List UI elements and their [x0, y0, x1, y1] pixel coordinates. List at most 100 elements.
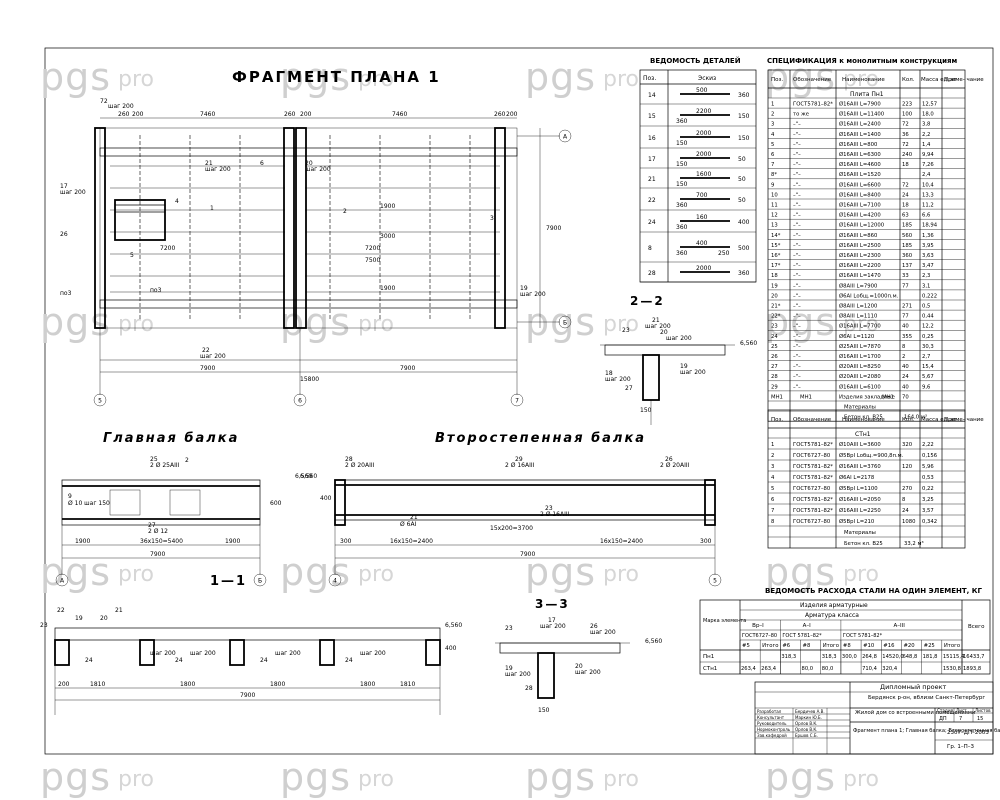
spec-cell: 19: [771, 283, 778, 289]
steel-cell: 1893,8: [963, 666, 981, 672]
detail-dim: 500: [738, 245, 750, 252]
spec-cell: Ø5BpI L=210: [839, 518, 875, 525]
spec-cell: Ø16AIII L=7100: [839, 202, 881, 209]
spec-cell: –"–: [793, 233, 801, 239]
steel-mark: СТн1: [703, 666, 717, 672]
spec-cell: Ø10AIII L=3600: [839, 441, 881, 448]
steel-gost: ГОСТ 5781–82*: [782, 633, 822, 639]
section-label: 20: [660, 329, 668, 336]
spec-concrete: Бетон кл. В25: [844, 541, 883, 547]
steel-cell: 1530,8: [943, 666, 961, 672]
axis-label-bubble: [510, 393, 524, 407]
spec-header: Наименование: [842, 417, 885, 423]
dim-label: шаг 200: [108, 103, 134, 110]
steel-col: Итого: [823, 643, 839, 649]
spec-cell: 2: [902, 354, 905, 360]
axis-label: А: [60, 578, 65, 585]
detail-dim: 700: [696, 192, 708, 199]
spec-cell: Ø5BpI Lобщ.=900,8п.м.: [839, 452, 904, 459]
stamp-stage: ДП: [939, 716, 947, 722]
spec-cell: 0,53: [922, 475, 934, 481]
spec-cell: 1,36: [922, 233, 934, 239]
steel-cell: 14520,0: [882, 654, 903, 660]
spec-cell: Ø16AIII L=6300: [839, 151, 881, 158]
spec-cell: –"–: [793, 253, 801, 259]
beam-label: 2 Ø 25AIII: [150, 462, 180, 469]
spec-cell: 36: [902, 132, 909, 138]
detail-dim: 2000: [696, 130, 711, 137]
plan-label: по3: [60, 290, 72, 297]
section-label: 18: [605, 370, 613, 377]
dim-label: шаг 200: [200, 353, 226, 360]
svg-text:pro: pro: [358, 562, 394, 587]
beam-label: 2 Ø 16AIII: [540, 511, 570, 518]
axis-label-bubble: [558, 129, 572, 143]
spec-cell: 12,2: [922, 324, 934, 330]
dim-label: 200: [132, 111, 144, 118]
beam-label: 7900: [150, 551, 165, 558]
spec-header: Кол.: [902, 77, 915, 83]
detail-dim: 150: [676, 161, 688, 168]
beam-label: 21: [410, 514, 418, 521]
spec-cell: –"–: [793, 223, 801, 229]
svg-text:pgs: pgs: [40, 550, 111, 594]
section-label: 24: [260, 657, 268, 664]
spec-cell: Ø8AIII L=7900: [839, 282, 878, 289]
spec-cell: 2,7: [922, 354, 930, 360]
svg-text:pgs: pgs: [765, 300, 836, 344]
beam-label: 2: [185, 457, 189, 464]
spec-cell: 21*: [771, 304, 781, 310]
spec-cell: ГОСТ6727–80: [793, 486, 831, 492]
steel-cell: 264,8: [862, 654, 877, 660]
plan-label: шаг 200: [305, 166, 331, 173]
spec-cell: 24: [902, 374, 909, 380]
stamp-name: Бердичев А.В.: [795, 709, 825, 714]
axis-label: Б: [258, 578, 262, 585]
spec-cell: ГОСТ6727–80: [793, 453, 831, 459]
spec-cell: 8: [771, 519, 775, 525]
spec-cell: 13,3: [922, 192, 934, 198]
detail-pos: 8: [648, 245, 652, 252]
spec-cell: –"–: [793, 182, 801, 188]
detail-dim: 400: [738, 219, 750, 226]
detail-pos: 22: [648, 197, 656, 204]
steel-group: А–III: [893, 623, 905, 629]
svg-text:pro: pro: [843, 312, 879, 337]
section-label: 6,560: [445, 622, 462, 629]
svg-text:pro: pro: [118, 67, 154, 92]
spec-cell: –"–: [793, 162, 801, 168]
steel-col: #10: [863, 643, 875, 649]
spec-cell: 10,4: [922, 182, 934, 188]
detail-dim: 2000: [696, 265, 711, 272]
spec-cell: Ø16AIII L=2250: [839, 507, 881, 514]
spec-cell: –"–: [793, 172, 801, 178]
steel-col: #8: [803, 643, 811, 649]
detail-dim: 50: [738, 176, 746, 183]
dim-label: 7460: [392, 111, 407, 118]
spec-cell: 40: [902, 364, 909, 370]
steel-mark: Пн1: [703, 654, 714, 660]
spec-cell: Ø16AIII L=11400: [839, 111, 885, 118]
spec-cell: –"–: [793, 334, 801, 340]
spec-concrete-qty: 164,0 м³: [904, 414, 927, 421]
secondary-beam-elevation: Второстепенная балка: [334, 431, 716, 575]
plan-label: шаг 200: [205, 166, 231, 173]
spec-cell: –"–: [793, 293, 801, 299]
steel-cell: 15115,4: [943, 654, 965, 660]
spec-cell: Ø6AI L=1120: [839, 333, 875, 340]
axis-label: 5: [98, 398, 102, 405]
spec-cell: 240: [902, 152, 913, 158]
stamp-col-head: Стадия: [937, 708, 954, 713]
stamp-name: Маркин Ю.Б.: [795, 715, 822, 720]
section-label: 19: [680, 363, 688, 370]
spec-cell: 1: [771, 102, 774, 108]
spec-cell: 7: [771, 508, 774, 514]
spec-cell: 18,94: [922, 223, 938, 229]
spec-cell: Ø6AI Lобщ.=1000п.м.: [839, 292, 899, 299]
sheet-frame: [44, 47, 994, 755]
